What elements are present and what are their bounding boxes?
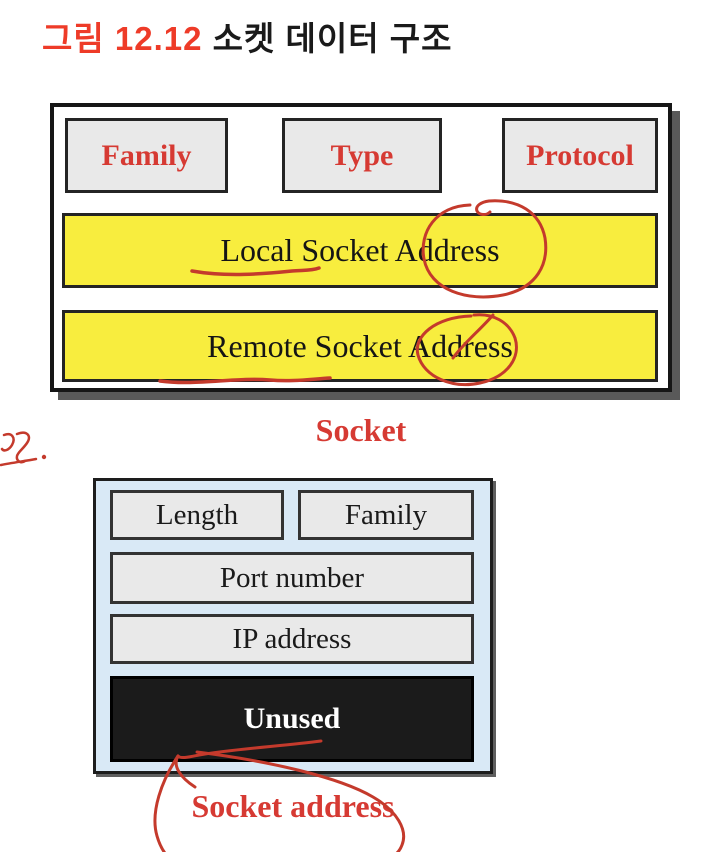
row-remote-socket-address: Remote Socket Address [62,310,658,382]
field-family-label: Family [101,138,192,172]
remote-socket-address-label: Remote Socket Address [207,327,513,364]
socket-structure-box: Family Type Protocol Local Socket Addres… [50,103,672,392]
field-port-number-label: Port number [219,561,365,594]
socket-address-caption: Socket address [191,788,395,824]
row-local-socket-address: Local Socket Address [62,213,658,288]
field-length: Length [110,490,284,540]
figure-title-text: 소켓 데이터 구조 [212,20,453,57]
field-type-label: Type [330,138,394,172]
local-socket-address-label: Local Socket Address [220,232,500,268]
field-unused-label: Unused [243,702,341,735]
field-unused: Unused [110,676,474,762]
figure-label: 그림 [42,20,105,57]
socket-caption: Socket [315,412,407,448]
field-ip-address-label: IP address [232,622,352,655]
field-type: Type [282,118,442,193]
figure-number: 12.12 [114,20,203,57]
handwritten-scribble-2 [15,431,31,464]
field-ip-address: IP address [110,614,474,664]
figure-title: 그림 12.12 소켓 데이터 구조 [42,12,453,60]
field-length-label: Length [155,498,239,531]
handwritten-scribble-dot [41,454,47,460]
handwritten-scribble [0,433,15,452]
handwritten-scribble-underline [0,457,38,467]
field-protocol: Protocol [502,118,658,193]
field-family: Family [65,118,228,193]
field-port-number: Port number [110,552,474,604]
field-family-bottom-label: Family [344,498,428,531]
field-protocol-label: Protocol [526,138,634,172]
socket-address-structure-box: Length Family Port number IP address Unu… [93,478,493,774]
field-family-bottom: Family [298,490,474,540]
